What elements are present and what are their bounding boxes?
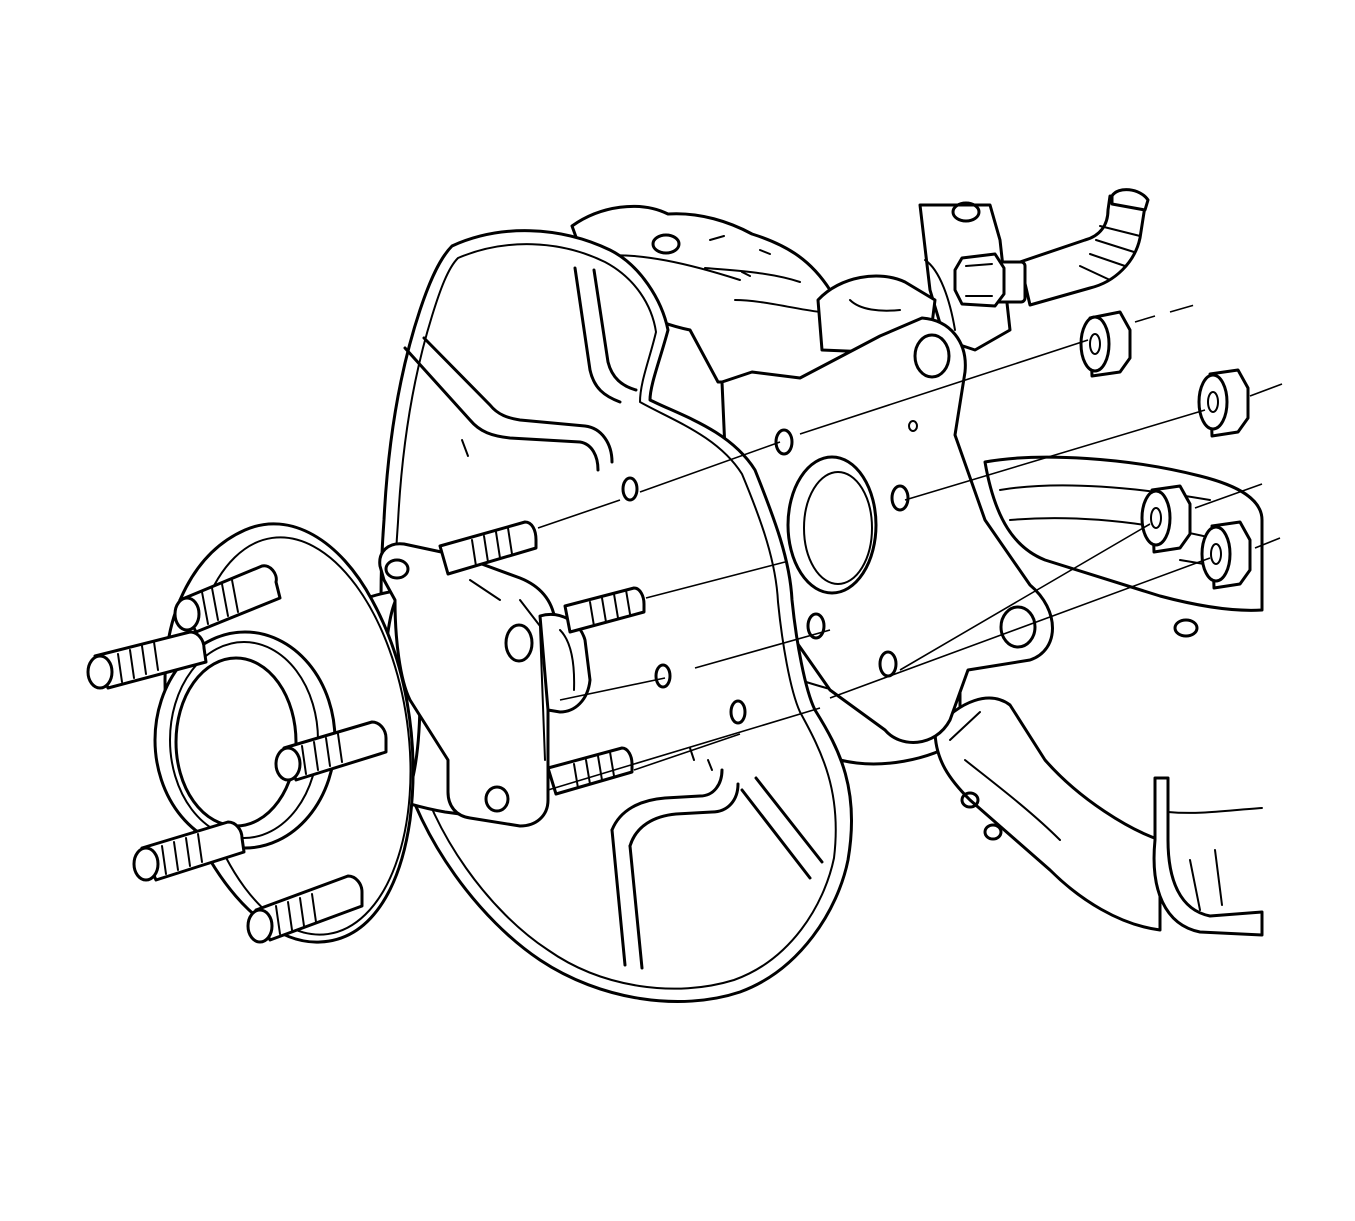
knuckle-mounting-plate	[720, 316, 1054, 744]
wheel-stud	[274, 720, 388, 782]
lower-control-arm	[933, 455, 1264, 937]
mounting-bolt	[438, 520, 538, 576]
flange-nut	[1079, 310, 1132, 378]
wheel-stud	[132, 820, 246, 882]
wheel-stud	[173, 564, 282, 634]
mounting-bolt	[546, 746, 634, 796]
wheel-stud	[86, 630, 208, 690]
mounting-bolt	[563, 586, 646, 634]
wheel-stud	[246, 874, 364, 944]
flange-nut	[1197, 368, 1250, 438]
wheel-speed-sensor	[953, 188, 1150, 308]
wheel-studs	[86, 564, 388, 944]
flange-nuts	[1079, 310, 1252, 590]
flange-nut	[1200, 520, 1252, 590]
hub-mounting-bolts	[438, 520, 646, 796]
assembly-axes	[537, 301, 1283, 791]
flange-nut	[1140, 484, 1192, 554]
